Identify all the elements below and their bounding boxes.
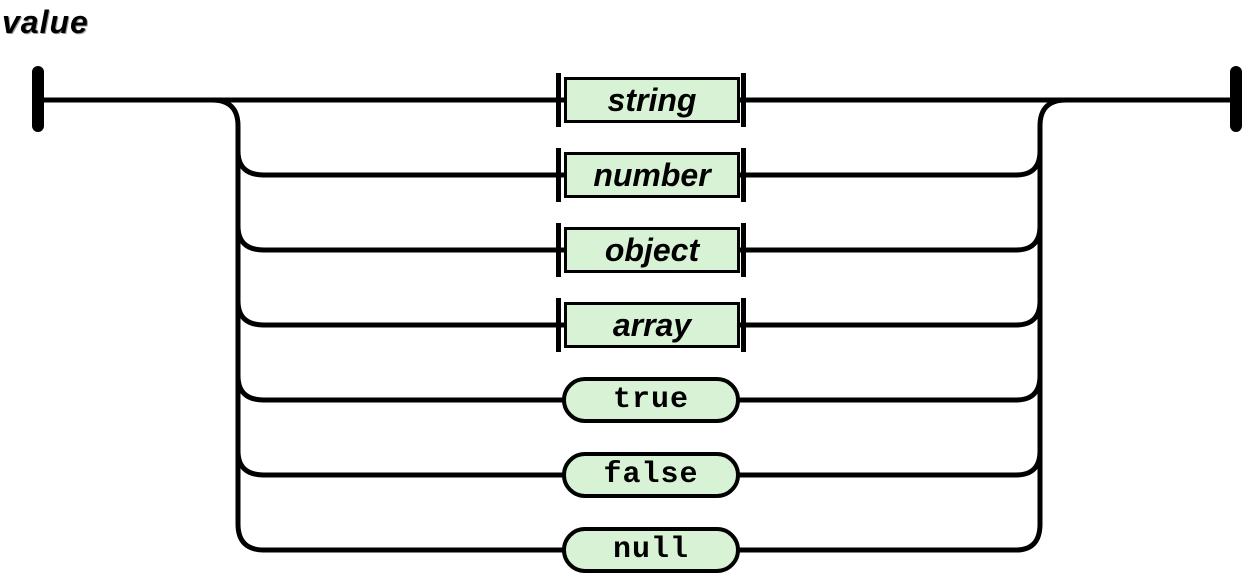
right-branch-curve <box>1015 150 1043 178</box>
node-tick <box>741 223 746 277</box>
right-branch-curve <box>1015 375 1043 403</box>
node-label: string <box>607 81 697 118</box>
right-branch-curve <box>1015 225 1043 253</box>
node-tick <box>556 223 561 277</box>
start-marker <box>32 66 44 132</box>
end-marker <box>1230 66 1242 132</box>
node-label: true <box>612 383 689 417</box>
node-label: object <box>604 231 700 268</box>
node-tick <box>741 148 746 202</box>
left-split-rail <box>211 97 265 553</box>
right-join-rail <box>1015 97 1067 553</box>
left-branch-curve <box>235 450 265 478</box>
node-false: false <box>562 452 740 498</box>
node-true: true <box>562 377 740 423</box>
diagram-title: value <box>2 4 89 40</box>
left-branch-curve <box>235 375 265 403</box>
node-tick <box>556 298 561 352</box>
node-array: array <box>556 298 746 352</box>
node-tick <box>556 73 561 127</box>
right-branch-curve <box>1015 300 1043 328</box>
left-branch-curve <box>235 300 265 328</box>
right-branch-curve <box>1015 450 1043 478</box>
node-tick <box>741 298 746 352</box>
node-label: array <box>612 306 692 343</box>
left-branch-curve <box>235 150 265 178</box>
node-string: string <box>556 73 746 127</box>
node-label: null <box>612 533 689 567</box>
node-null: null <box>562 527 740 573</box>
node-label: false <box>603 458 699 492</box>
left-branch-curve <box>235 225 265 253</box>
node-object: object <box>556 223 746 277</box>
node-number: number <box>556 148 746 202</box>
node-tick <box>741 73 746 127</box>
node-tick <box>556 148 561 202</box>
node-label: number <box>593 156 711 193</box>
